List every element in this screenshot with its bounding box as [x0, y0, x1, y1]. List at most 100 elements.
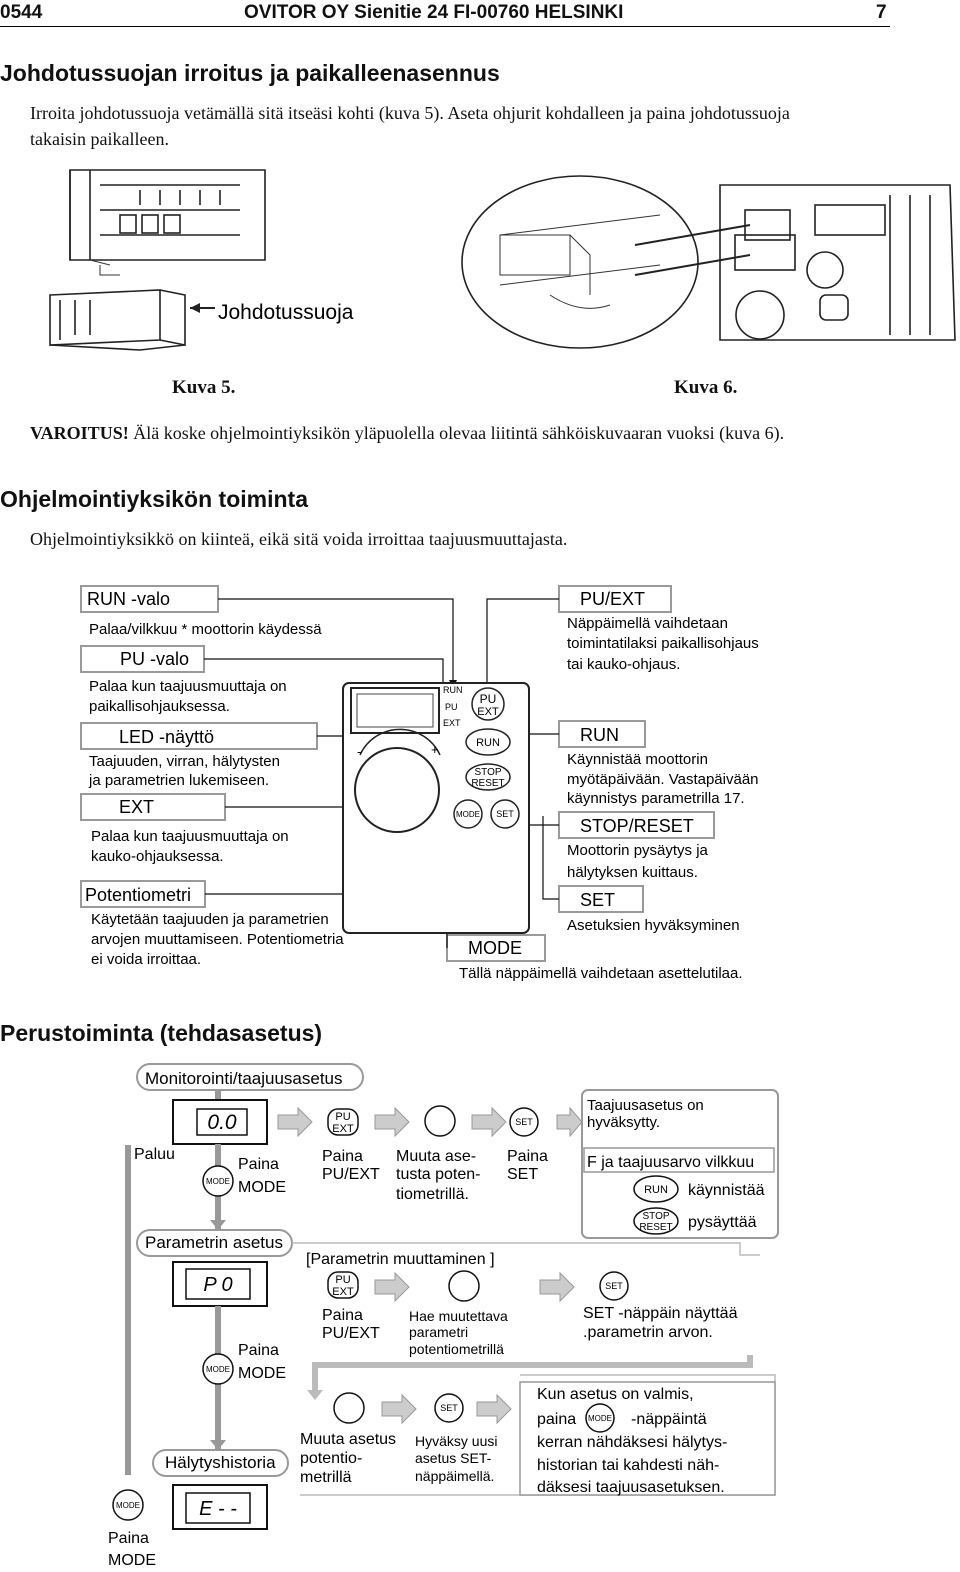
svg-text:PU: PU: [480, 692, 497, 706]
mode-label-3: MODE: [108, 1552, 156, 1569]
svg-text:EXT: EXT: [477, 706, 499, 718]
run-light-title: RUN -valo: [87, 589, 170, 609]
display-frequency: 0.0: [207, 1111, 237, 1134]
set-button-2[interactable]: SET: [599, 1271, 629, 1301]
pu-ext-text-1: Näppäimellä vaihdetaan: [567, 615, 728, 632]
svg-text:EXT: EXT: [332, 1123, 354, 1135]
svg-text:RESET: RESET: [639, 1222, 672, 1233]
svg-text:PU: PU: [335, 1111, 350, 1123]
change-setting-3: tiometrillä.: [396, 1186, 469, 1203]
pu-ext-text-2: toimintatilaksi paikallisohjaus: [567, 635, 759, 652]
doc-code: 0544: [0, 2, 43, 23]
run-button-2[interactable]: RUN: [633, 1175, 679, 1203]
press-label-4: Paina: [322, 1148, 363, 1165]
parameter-setting-label: Parametrin asetus: [145, 1233, 283, 1252]
mode-button-2[interactable]: MODE: [202, 1353, 234, 1385]
set-button-3[interactable]: SET: [434, 1393, 464, 1423]
when-done-2a: paina: [537, 1411, 576, 1428]
svg-text:RESET: RESET: [471, 778, 504, 789]
return-label: Paluu: [134, 1146, 175, 1163]
set-shows-2: .parametrin arvon.: [583, 1324, 713, 1341]
section-title-panel: Ohjelmointiyksikön toiminta: [0, 486, 308, 512]
stop-reset-button[interactable]: STOP RESET: [465, 763, 511, 791]
potentiometer-text-1: Käytetään taajuuden ja parametrien: [91, 911, 329, 928]
led-display-title: LED -näyttö: [119, 727, 214, 747]
pu-ext-button[interactable]: PU EXT: [471, 687, 505, 721]
panel-paragraph: Ohjelmointiyksikkö on kiinteä, eikä sitä…: [30, 529, 568, 549]
potentiometer-text-3: ei voida irroittaa.: [91, 951, 201, 968]
run-key-text-1: Käynnistää moottorin: [567, 751, 708, 768]
mode-button[interactable]: MODE: [453, 799, 483, 829]
svg-text:RUN: RUN: [644, 1184, 668, 1196]
svg-text:PU: PU: [335, 1274, 350, 1286]
caption-figure-5: Kuva 5.: [172, 377, 236, 398]
run-key-text-3: käynnistys parametrilla 17.: [567, 790, 745, 807]
display-parameter: P 0: [203, 1274, 232, 1296]
panel-diagram: RUN -valo Palaa/vilkkuu * moottorin käyd…: [80, 585, 759, 982]
mode-button-4[interactable]: MODE: [585, 1403, 615, 1433]
change-setting-2: tusta poten-: [396, 1166, 481, 1183]
section-title-basic: Perustoiminta (tehdasasetus): [0, 1020, 323, 1046]
svg-text:MODE: MODE: [206, 1177, 230, 1186]
warning-body: Älä koske ohjelmointiyksikön yläpuolella…: [128, 423, 785, 443]
ext-light-title: EXT: [119, 797, 154, 817]
pu-ext-button-1[interactable]: PU EXT: [327, 1108, 359, 1136]
find-parameter-2: parametri: [409, 1324, 468, 1340]
wire-cover-label: Johdotussuoja: [218, 301, 354, 324]
svg-text:MODE: MODE: [588, 1414, 612, 1423]
stop-reset-button-2[interactable]: STOP RESET: [633, 1207, 679, 1235]
when-done-5: däksesi taajuusasetuksen.: [537, 1479, 725, 1496]
accepted-text-2: hyväksytty.: [587, 1114, 660, 1131]
potentiometer-icon-3[interactable]: [333, 1392, 365, 1424]
basic-operation-flow: Monitorointi/taajuusasetus 0.0 Paluu MOD…: [108, 1063, 779, 1569]
pu-ext-label-1: PU/EXT: [322, 1166, 380, 1183]
svg-text:STOP: STOP: [474, 767, 501, 778]
change-setting-1: Muuta ase-: [396, 1148, 476, 1165]
set-button-1[interactable]: SET: [509, 1107, 539, 1137]
potentiometer-icon-1[interactable]: [424, 1105, 456, 1137]
starts-text: käynnistää: [688, 1182, 765, 1199]
figure-6-connector: [461, 175, 956, 349]
find-parameter-1: Hae muutettava: [409, 1308, 508, 1324]
mode-key-title: MODE: [468, 938, 522, 958]
monitor-label: Monitorointi/taajuusasetus: [145, 1069, 343, 1088]
display-alarm: E - -: [199, 1498, 237, 1520]
press-label-2: Paina: [238, 1342, 279, 1359]
stops-text: pysäyttää: [688, 1214, 757, 1231]
ext-light-text-2: kauko-ohjauksessa.: [91, 848, 224, 865]
pu-light-text-1: Palaa kun taajuusmuuttaja on: [89, 678, 287, 695]
blink-text: F ja taajuusarvo vilkkuu: [587, 1154, 754, 1171]
run-button[interactable]: RUN: [465, 728, 511, 756]
section-title-cover: Johdotussuojan irroitus ja paikalleenase…: [0, 60, 500, 86]
set-button[interactable]: SET: [490, 799, 520, 829]
indicator-pu: PU: [445, 702, 458, 712]
change-value-2: potentio-: [300, 1450, 362, 1467]
mode-key-text: Tällä näppäimellä vaihdetaan asettelutil…: [459, 965, 743, 982]
led-display-text-1: Taajuuden, virran, hälytysten: [89, 753, 280, 770]
svg-text:SET: SET: [496, 809, 514, 819]
alarm-history-label: Hälytyshistoria: [165, 1453, 276, 1472]
parameter-change-title: [Parametrin muuttaminen ]: [306, 1251, 495, 1268]
press-label-1: Paina: [238, 1156, 279, 1173]
potentiometer-dial[interactable]: - +: [354, 728, 441, 833]
pu-light-title: PU -valo: [120, 649, 189, 669]
run-light-text: Palaa/vilkkuu * moottorin käydessä: [89, 621, 322, 638]
mode-label-2: MODE: [238, 1365, 286, 1382]
indicator-ext: EXT: [443, 718, 461, 728]
svg-text:-: -: [357, 744, 361, 759]
change-value-1: Muuta asetus: [300, 1431, 396, 1448]
svg-text:MODE: MODE: [206, 1365, 230, 1374]
potentiometer-icon-2[interactable]: [448, 1270, 480, 1302]
pu-light-text-2: paikallisohjauksessa.: [89, 698, 230, 715]
pu-ext-title: PU/EXT: [580, 589, 645, 609]
mode-button-1[interactable]: MODE: [202, 1165, 234, 1197]
page-number: 7: [876, 2, 887, 23]
led-display: [350, 687, 440, 734]
svg-text:EXT: EXT: [332, 1286, 354, 1298]
find-parameter-3: potentiometrillä: [409, 1341, 504, 1357]
pu-ext-button-2[interactable]: PU EXT: [327, 1271, 359, 1299]
mode-button-3[interactable]: MODE: [112, 1489, 144, 1521]
company-address: OVITOR OY Sienitie 24 FI-00760 HELSINKI: [244, 2, 624, 23]
when-done-3: kerran nähdäksesi hälytys-: [537, 1434, 727, 1451]
potentiometer-title: Potentiometri: [85, 885, 191, 905]
